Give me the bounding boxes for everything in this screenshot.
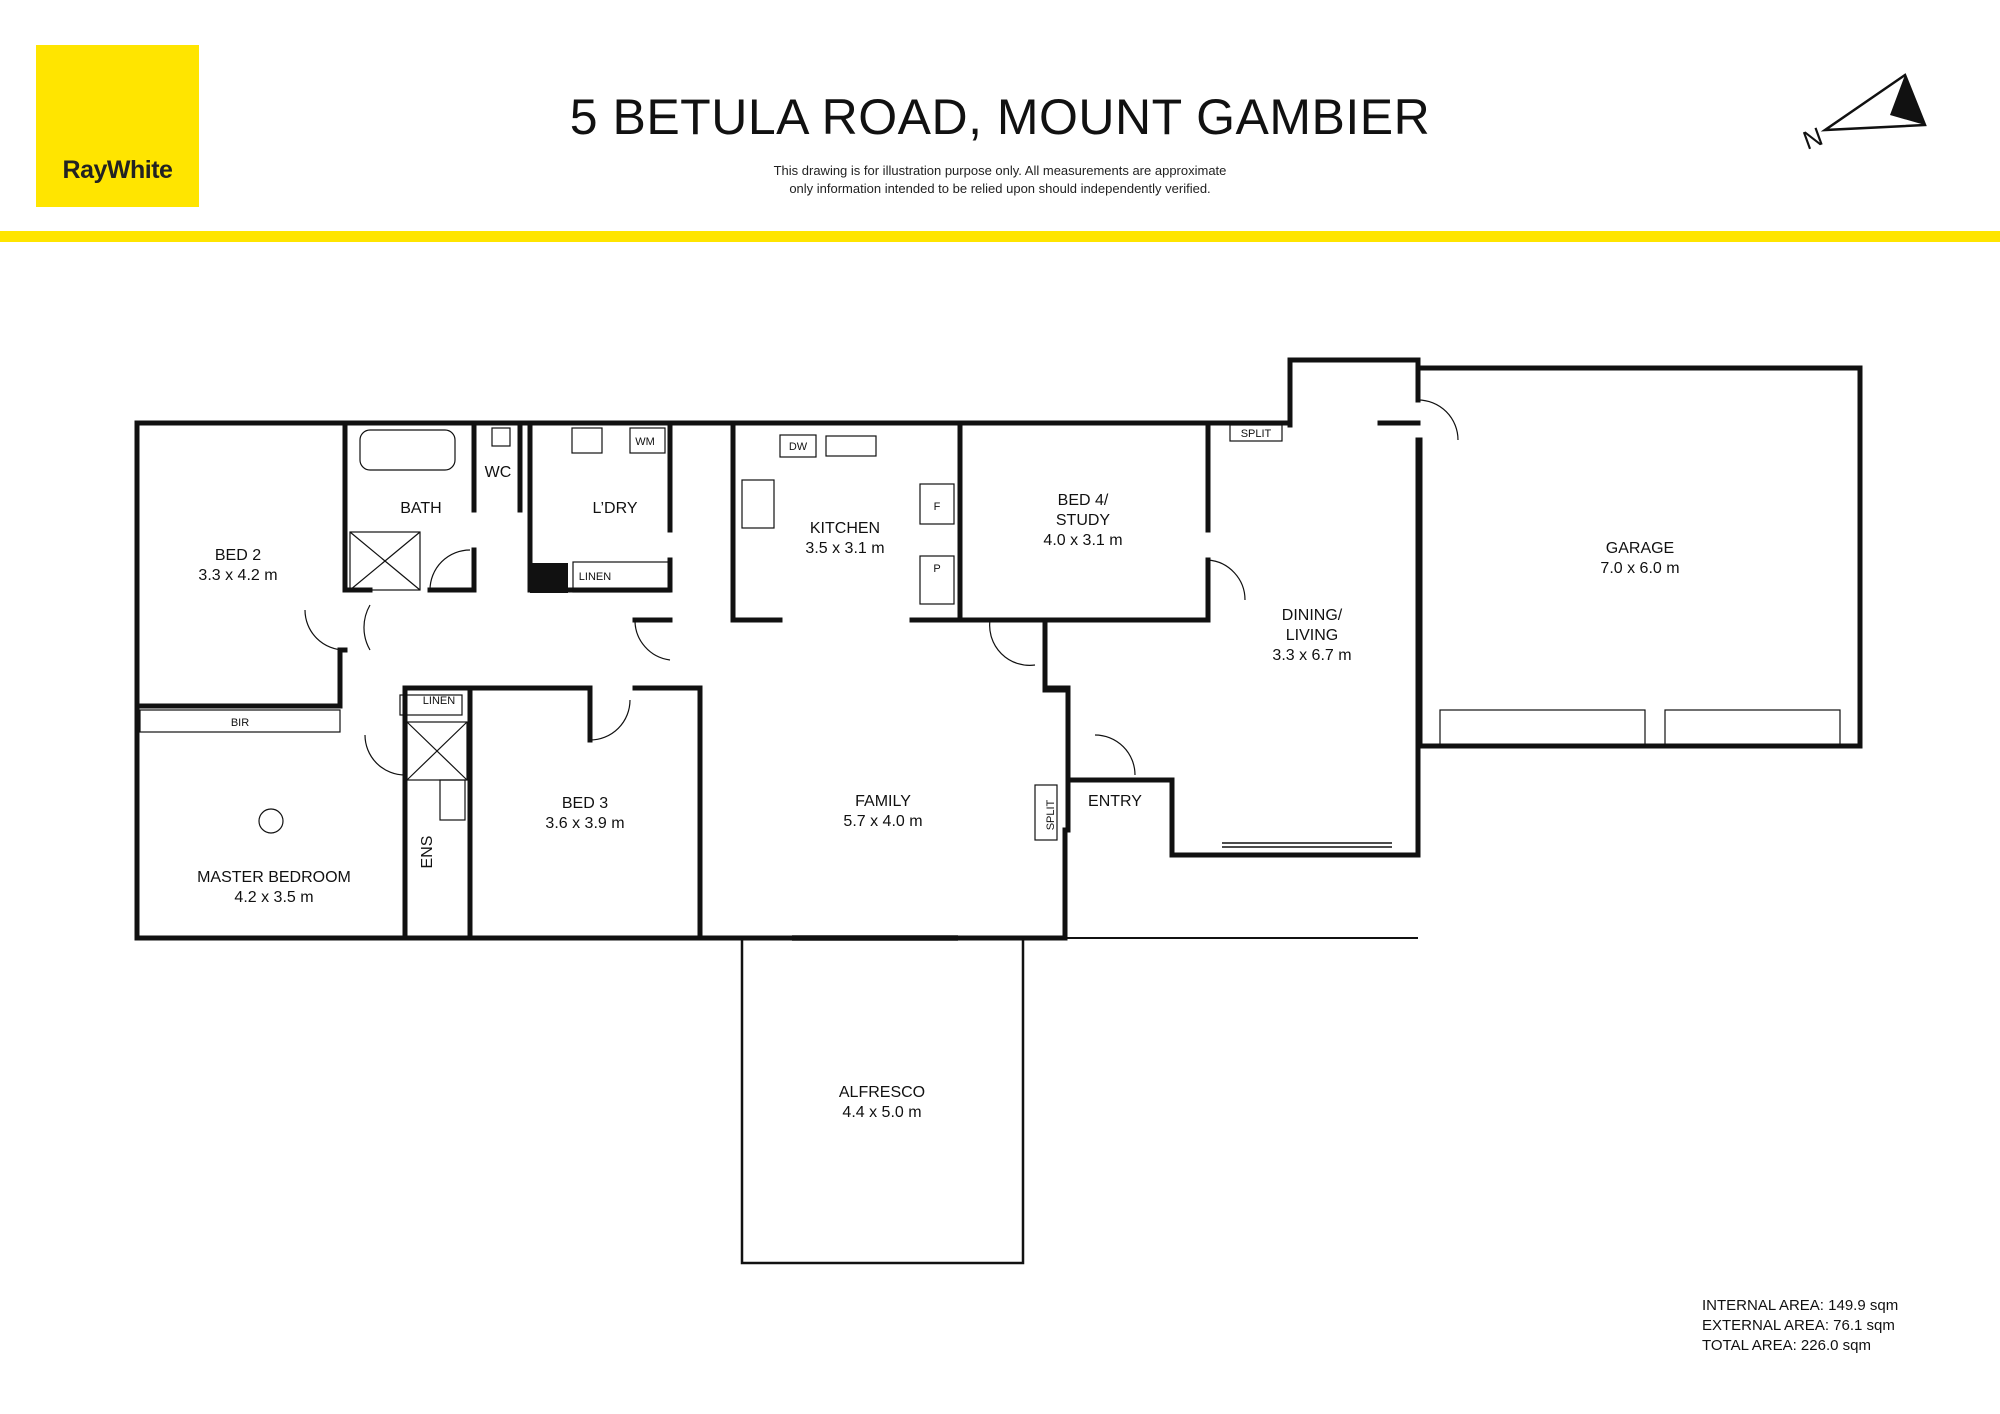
laundry-label: L’DRY	[592, 500, 637, 517]
bed4-size: 4.0 x 3.1 m	[1043, 532, 1122, 549]
total-area: TOTAL AREA: 226.0 sqm	[1702, 1337, 1871, 1354]
entry-label: ENTRY	[1088, 793, 1142, 810]
dining-label-2: LIVING	[1286, 627, 1338, 644]
area-summary: INTERNAL AREA: 149.9 sqm EXTERNAL AREA: …	[1702, 1296, 1898, 1356]
disclaimer-line-1: This drawing is for illustration purpose…	[773, 163, 1227, 178]
bed3-size: 3.6 x 3.9 m	[545, 815, 624, 832]
alfresco-label: ALFRESCO	[839, 1084, 925, 1101]
kitchen-size: 3.5 x 3.1 m	[805, 540, 884, 557]
internal-area: INTERNAL AREA: 149.9 sqm	[1702, 1297, 1899, 1314]
bed2-label: BED 2	[215, 547, 261, 564]
ens-label: ENS	[419, 836, 436, 869]
linen-label-1: LINEN	[579, 571, 611, 583]
split-label-1: SPLIT	[1241, 428, 1272, 440]
garage-label: GARAGE	[1606, 540, 1674, 557]
fridge-label: F	[934, 501, 941, 513]
bed4-label-2: STUDY	[1056, 512, 1111, 529]
wm-label: WM	[635, 436, 655, 448]
bed2-size: 3.3 x 4.2 m	[198, 567, 277, 584]
dining-size: 3.3 x 6.7 m	[1272, 647, 1351, 664]
master-size: 4.2 x 3.5 m	[234, 889, 313, 906]
alfresco-size: 4.4 x 5.0 m	[842, 1104, 921, 1121]
split-label-2: SPLIT	[1045, 799, 1057, 830]
dining-label-1: DINING/	[1282, 607, 1343, 624]
disclaimer-line-2: only information intended to be relied u…	[789, 181, 1211, 196]
disclaimer: This drawing is for illustration purpose…	[650, 162, 1350, 198]
external-area: EXTERNAL AREA: 76.1 sqm	[1702, 1317, 1895, 1334]
master-label: MASTER BEDROOM	[197, 869, 351, 886]
bed4-label-1: BED 4/	[1058, 492, 1109, 509]
header-divider	[0, 231, 2000, 242]
logo-text: RayWhite	[62, 156, 173, 184]
linen-label-2: LINEN	[423, 695, 455, 707]
pantry-label: P	[933, 563, 940, 575]
wc-label: WC	[485, 464, 512, 481]
bed3-label: BED 3	[562, 795, 608, 812]
family-size: 5.7 x 4.0 m	[843, 813, 922, 830]
kitchen-label: KITCHEN	[810, 520, 880, 537]
north-arrow-icon: N	[1799, 73, 1927, 156]
raywhite-logo: RayWhite	[36, 45, 199, 207]
page-title: 5 BETULA ROAD, MOUNT GAMBIER	[569, 89, 1431, 145]
garage-size: 7.0 x 6.0 m	[1600, 560, 1679, 577]
bath-label: BATH	[400, 500, 441, 517]
bir-label: BIR	[231, 717, 249, 729]
dw-label: DW	[789, 441, 808, 453]
family-label: FAMILY	[855, 793, 911, 810]
